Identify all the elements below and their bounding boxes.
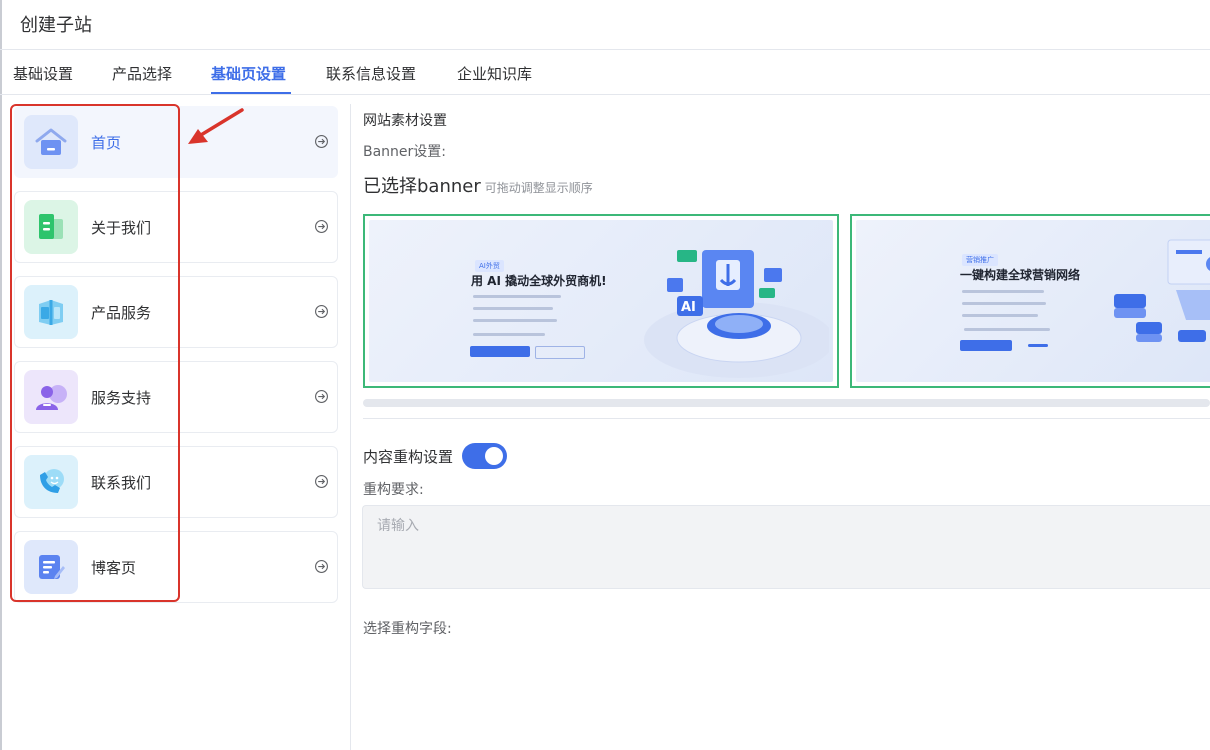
drag-hint: 可拖动调整显示顺序 xyxy=(484,181,593,195)
banner-illustration: AI xyxy=(644,250,829,378)
banner-tag: 营销推广 xyxy=(962,254,998,266)
sidebar-item-service-support[interactable]: 服务支持 xyxy=(14,361,338,433)
banner-image: 营销推广 一键构建全球营销网络 xyxy=(856,220,1210,382)
sidebar-item-label: 首页 xyxy=(91,134,122,152)
enter-arrow-icon xyxy=(315,390,328,403)
sidebar-item-label: 博客页 xyxy=(91,559,137,577)
banner-tag: AI外贸 xyxy=(475,260,504,272)
sidebar-item-label: 联系我们 xyxy=(91,474,152,492)
tab-contact-settings[interactable]: 联系信息设置 xyxy=(326,65,417,83)
home-icon xyxy=(24,115,78,169)
sidebar-item-label: 关于我们 xyxy=(91,219,152,237)
tab-bar: 基础设置 产品选择 基础页设置 联系信息设置 企业知识库 xyxy=(0,50,1210,95)
banner-illustration xyxy=(1114,239,1210,342)
red-annotation-arrow xyxy=(188,108,244,144)
sidebar-item-blog[interactable]: 博客页 xyxy=(14,531,338,603)
select-fields-label: 选择重构字段: xyxy=(363,621,452,637)
rebuild-requirement-label: 重构要求: xyxy=(363,482,424,498)
product-box-icon xyxy=(24,285,78,339)
blog-edit-icon xyxy=(24,540,78,594)
section-title: 网站素材设置 xyxy=(363,113,447,129)
support-user-icon xyxy=(24,370,78,424)
content-rebuild-toggle[interactable] xyxy=(462,443,507,469)
tab-knowledge-base[interactable]: 企业知识库 xyxy=(457,65,533,83)
banner-headline: 一键构建全球营销网络 xyxy=(960,268,1081,282)
horizontal-scrollbar[interactable] xyxy=(363,399,1210,407)
building-icon xyxy=(24,200,78,254)
content-rebuild-label: 内容重构设置 xyxy=(363,448,454,466)
window-left-edge xyxy=(0,0,2,750)
banner-settings-label: Banner设置: xyxy=(363,144,447,160)
selected-banner-title: 已选择banner xyxy=(363,176,481,197)
enter-arrow-icon xyxy=(315,220,328,233)
panel-divider xyxy=(350,104,351,750)
tab-base-page-settings[interactable]: 基础页设置 xyxy=(211,65,287,83)
banner-thumbnail[interactable]: AI外贸 用 AI 撬动全球外贸商机! AI xyxy=(363,214,839,388)
tab-basic-settings[interactable]: 基础设置 xyxy=(13,65,74,83)
window-title: 创建子站 xyxy=(20,15,92,36)
sidebar-item-label: 服务支持 xyxy=(91,389,152,407)
active-tab-indicator xyxy=(211,92,291,94)
enter-arrow-icon xyxy=(315,305,328,318)
phone-icon xyxy=(24,455,78,509)
window-header: 创建子站 xyxy=(0,0,1210,50)
rebuild-requirement-input[interactable] xyxy=(362,505,1210,589)
sidebar-item-contact-us[interactable]: 联系我们 xyxy=(14,446,338,518)
section-divider xyxy=(363,418,1210,419)
toggle-knob xyxy=(485,447,503,465)
sidebar-item-label: 产品服务 xyxy=(91,304,152,322)
red-highlight-box xyxy=(10,104,180,602)
sidebar-item-products-services[interactable]: 产品服务 xyxy=(14,276,338,348)
tab-product-selection[interactable]: 产品选择 xyxy=(112,65,173,83)
sidebar-item-home[interactable]: 首页 xyxy=(14,106,338,178)
enter-arrow-icon xyxy=(315,560,328,573)
banner-headline: 用 AI 撬动全球外贸商机! xyxy=(471,274,607,288)
svg-text:AI: AI xyxy=(681,300,696,315)
banner-thumbnail[interactable]: 营销推广 一键构建全球营销网络 xyxy=(850,214,1210,388)
sidebar-item-about-us[interactable]: 关于我们 xyxy=(14,191,338,263)
enter-arrow-icon xyxy=(315,475,328,488)
banner-image: AI外贸 用 AI 撬动全球外贸商机! AI xyxy=(369,220,833,382)
enter-arrow-icon xyxy=(315,135,328,148)
